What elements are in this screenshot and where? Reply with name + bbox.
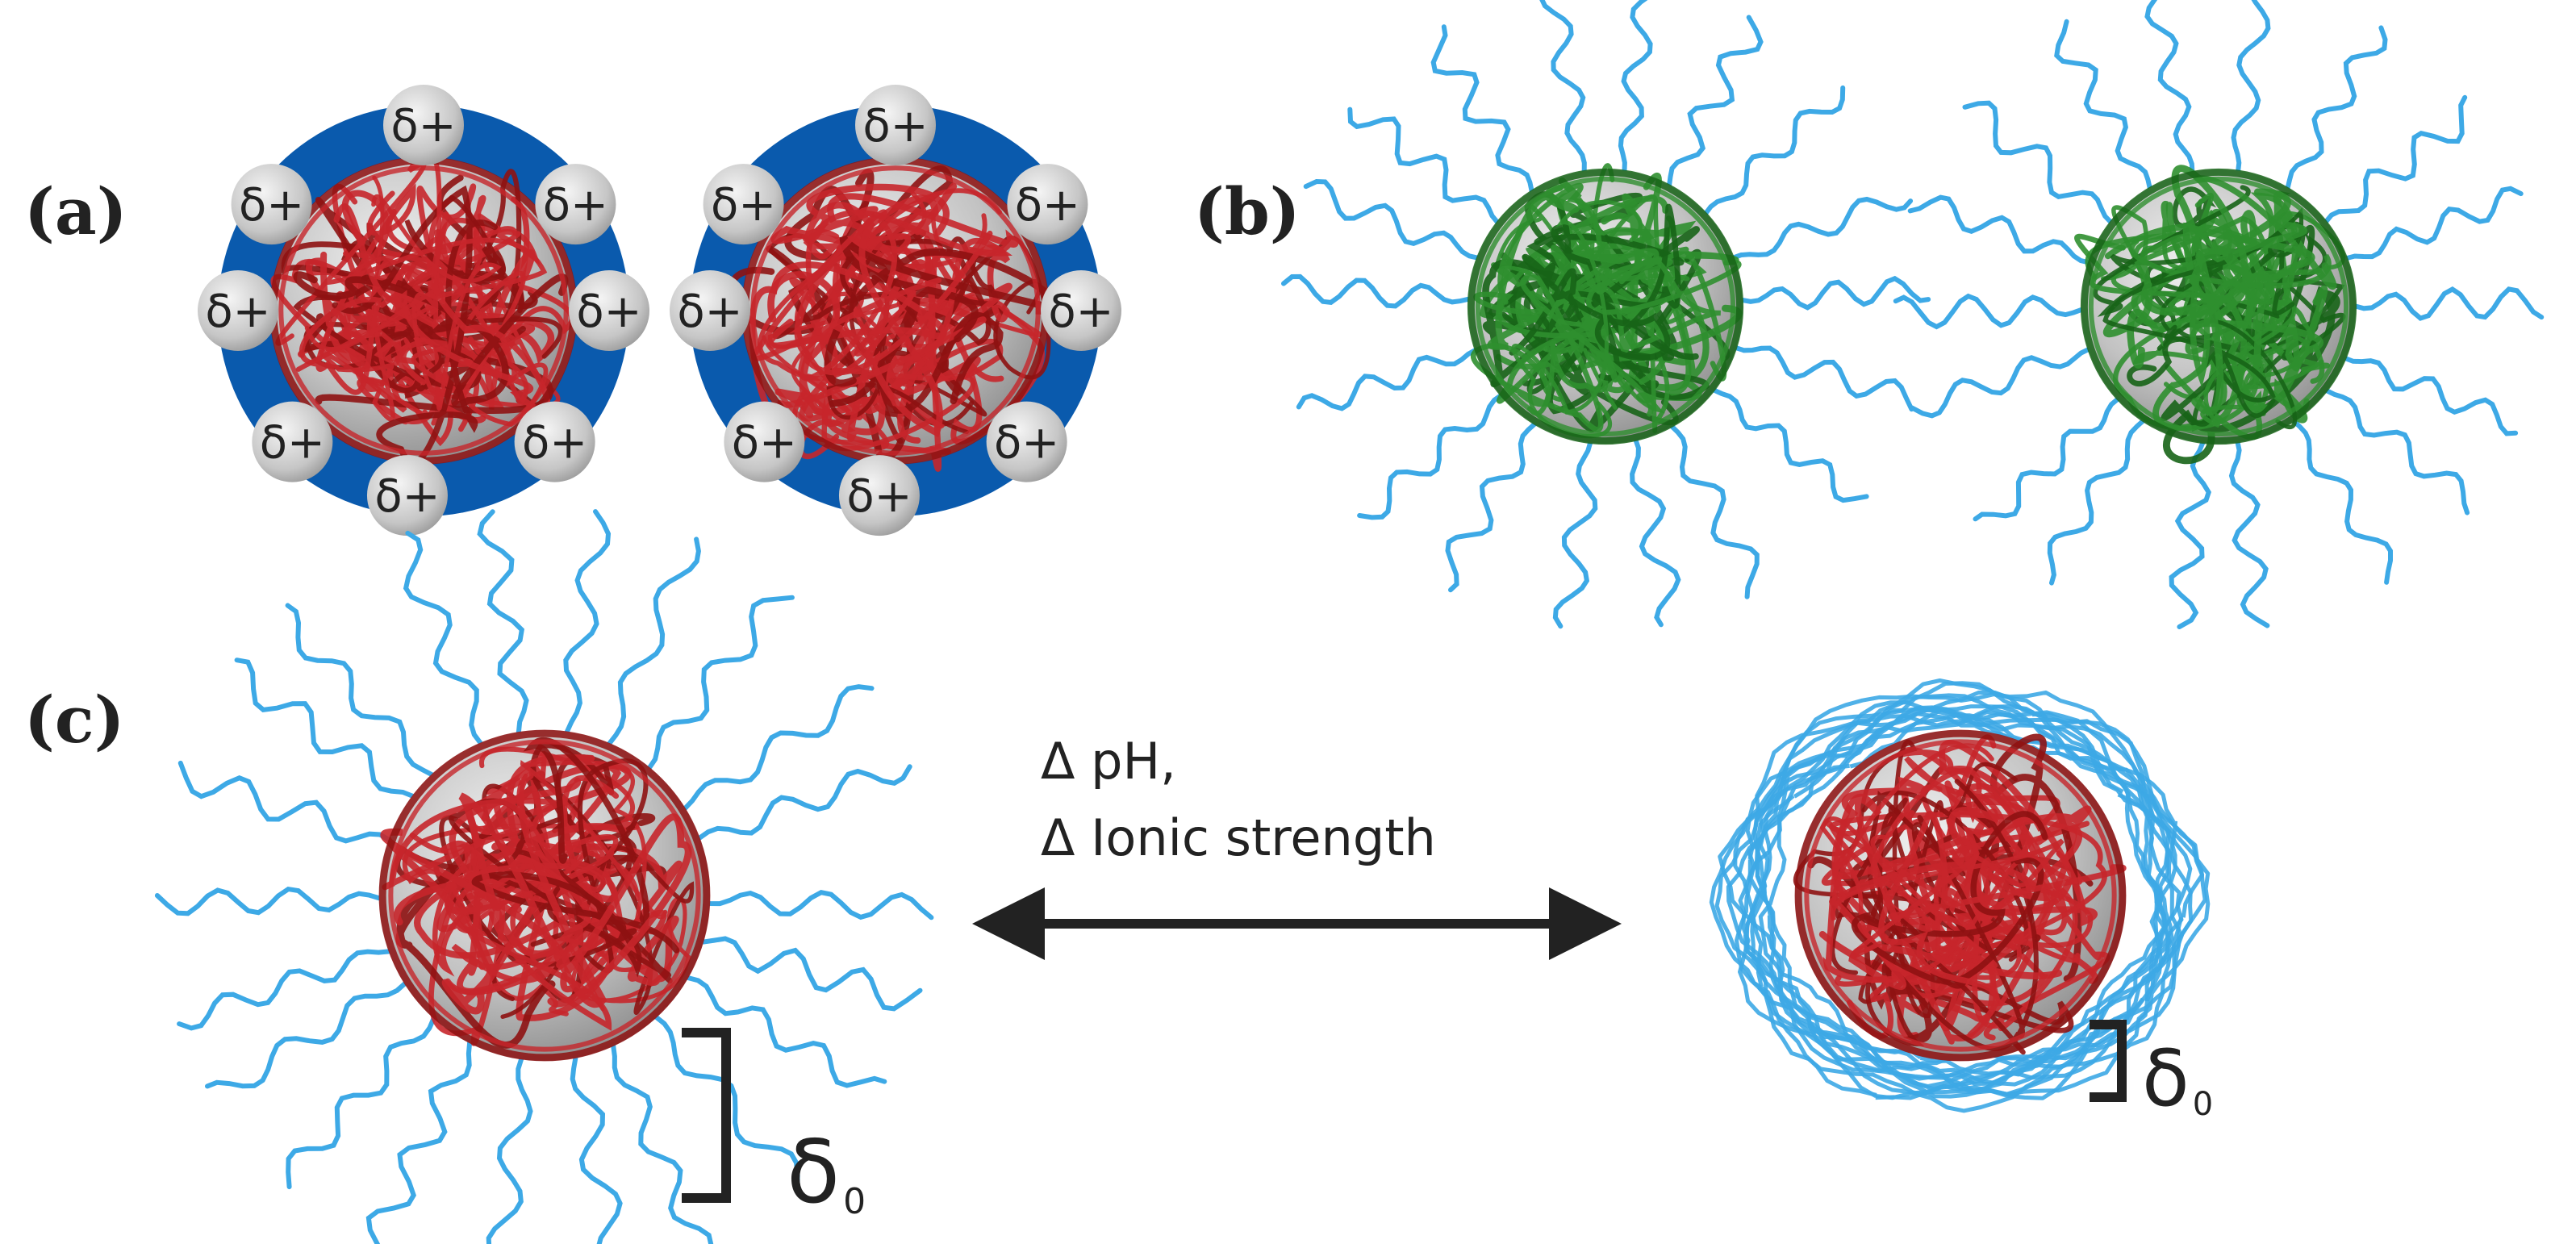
charge-label: δ+ xyxy=(522,417,587,470)
panel-label-b: (b) xyxy=(1194,173,1301,249)
charge-label: δ+ xyxy=(1048,286,1113,338)
charge-bead-icon: δ+ xyxy=(838,455,920,536)
layer-thickness-label-extended: δ0 xyxy=(787,1122,866,1223)
charge-label: δ+ xyxy=(390,100,456,152)
collapsed-brush-layer xyxy=(1709,678,2211,1113)
charge-label: δ+ xyxy=(862,100,928,152)
charge-bead-icon: δ+ xyxy=(198,270,278,351)
charge-bead-icon: δ+ xyxy=(366,455,448,536)
charge-bead-icon: δ+ xyxy=(569,270,649,351)
charge-label: δ+ xyxy=(576,286,641,338)
charge-label: δ+ xyxy=(260,417,325,470)
brush-chains xyxy=(1893,0,2545,629)
coil-icon xyxy=(2074,165,2357,465)
charge-label: δ+ xyxy=(543,179,608,232)
bracket-icon xyxy=(682,1028,731,1203)
coil-icon xyxy=(1467,163,1744,445)
charge-bead-icon: δ+ xyxy=(252,401,333,482)
charge-bead-icon: δ+ xyxy=(724,401,805,482)
charge-label: δ+ xyxy=(374,470,440,523)
charge-label: δ+ xyxy=(994,417,1059,470)
charge-bead-icon: δ+ xyxy=(1007,164,1088,245)
panel-label-a: (a) xyxy=(24,173,127,249)
charge-bead-icon: δ+ xyxy=(670,270,750,351)
charge-label: δ+ xyxy=(239,179,304,232)
condition-label-ionic: Δ Ionic strength xyxy=(1041,808,1436,867)
steric-particle-1 xyxy=(1281,0,1931,629)
charge-label: δ+ xyxy=(205,286,270,338)
charge-label: δ+ xyxy=(1015,179,1080,232)
charge-bead-icon: δ+ xyxy=(535,164,616,245)
charge-bead-icon: δ+ xyxy=(231,164,312,245)
charge-label: δ+ xyxy=(677,286,742,338)
collapsed-brush-particle xyxy=(1709,678,2211,1113)
charge-bead-icon: δ+ xyxy=(383,85,464,165)
charge-bead-icon: δ+ xyxy=(703,164,784,245)
charge-label: δ+ xyxy=(732,417,797,470)
panel-label-c: (c) xyxy=(24,682,124,758)
double-arrow-icon xyxy=(972,887,1622,960)
charged-particle-2: δ+ δ+ δ+ δ+ δ+ δ+ δ+ δ+ xyxy=(670,85,1121,536)
brush-chains xyxy=(1281,0,1931,629)
charged-particle-1: δ+ δ+ δ+ δ+ δ+ δ+ δ+ δ+ xyxy=(198,85,649,536)
charge-bead-icon: δ+ xyxy=(514,401,595,482)
charge-bead-icon: δ+ xyxy=(986,401,1067,482)
coil-icon xyxy=(1793,729,2127,1062)
steric-particle-2 xyxy=(1893,0,2545,629)
charge-bead-icon: δ+ xyxy=(1041,270,1121,351)
charge-label: δ+ xyxy=(846,470,912,523)
panel-a-electrostatic: δ+ δ+ δ+ δ+ δ+ δ+ δ+ δ+ δ+ δ+ δ+ δ+ δ+ δ+ δ+ δ+ xyxy=(198,85,1121,536)
coil-icon xyxy=(378,729,711,1062)
coil-icon xyxy=(269,149,578,465)
panel-b-steric xyxy=(1281,0,2545,629)
charge-bead-icon: δ+ xyxy=(855,85,936,165)
charge-label: δ+ xyxy=(711,179,776,232)
brush-chains xyxy=(154,509,934,1244)
condition-label-ph: Δ pH, xyxy=(1041,732,1176,791)
bracket-icon xyxy=(2090,1020,2127,1102)
extended-brush-particle xyxy=(154,509,934,1244)
